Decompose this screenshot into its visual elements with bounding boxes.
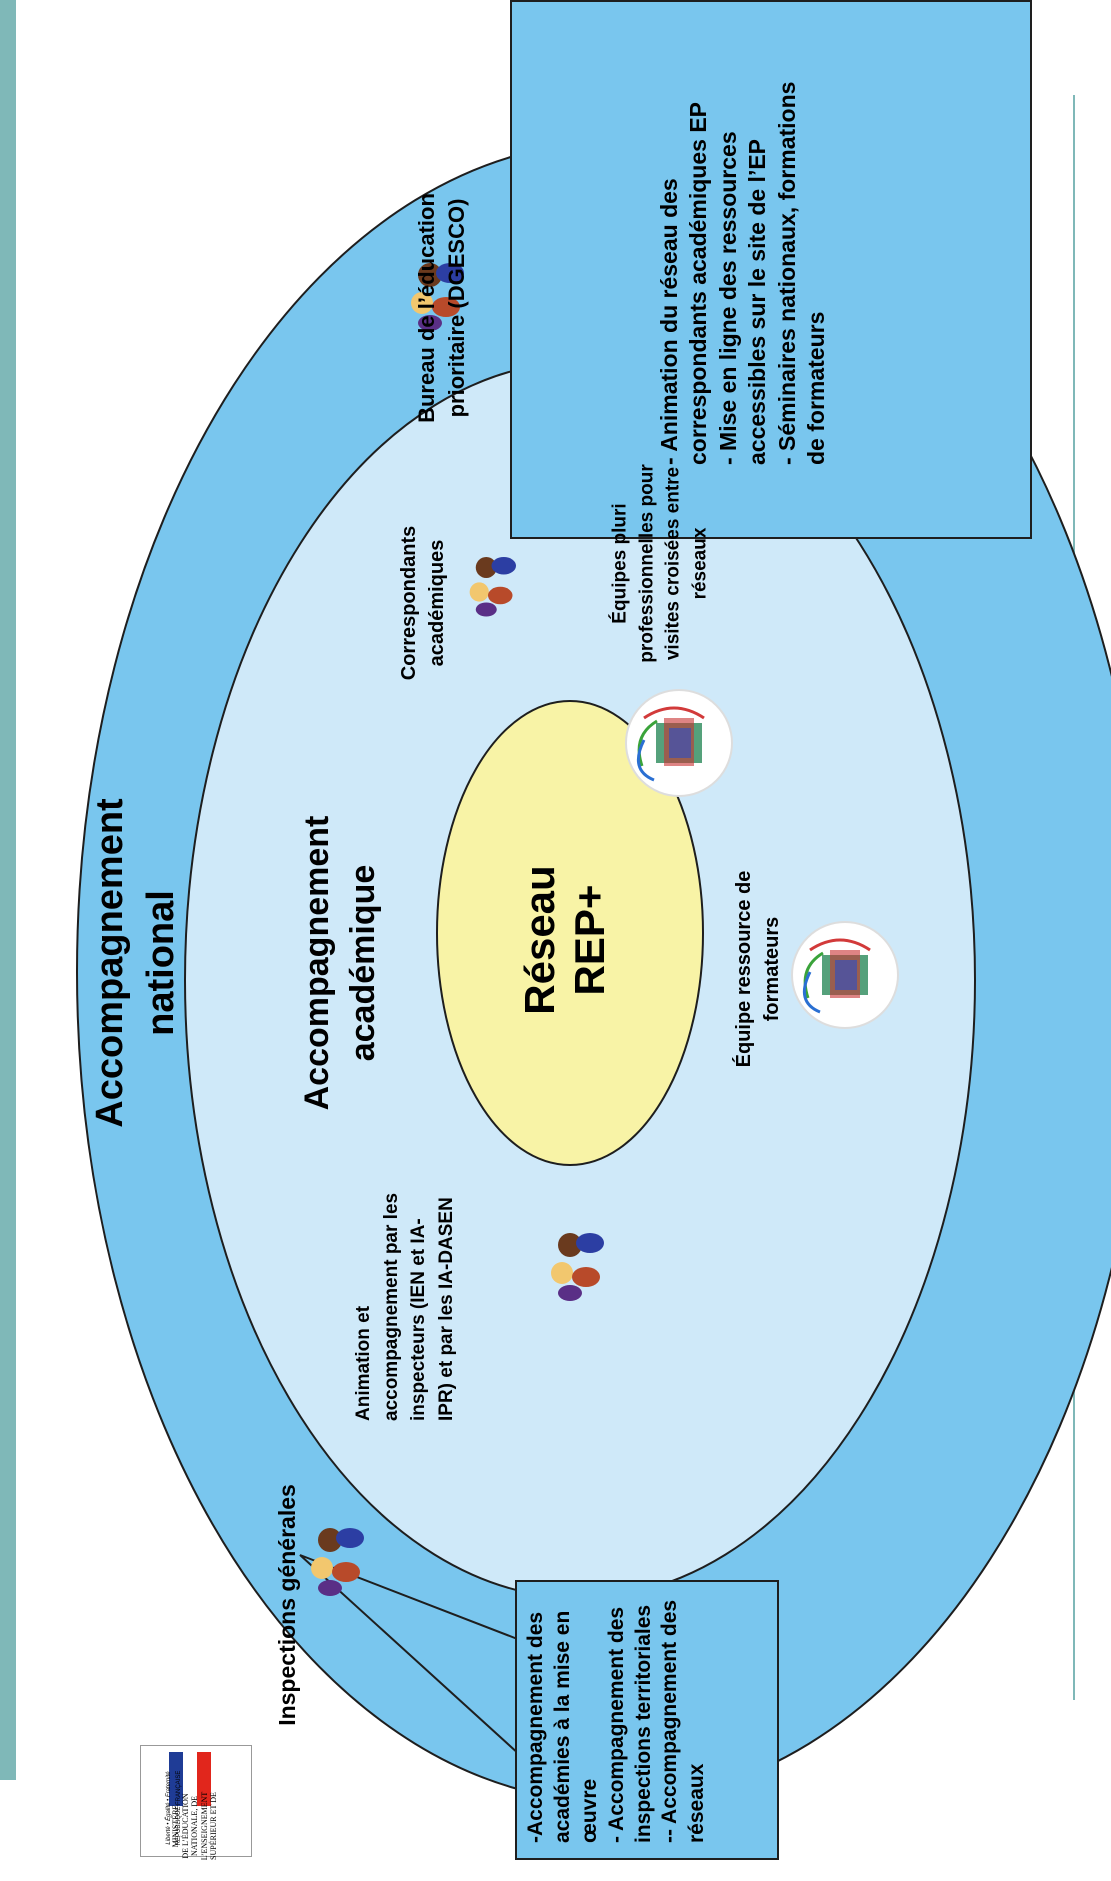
people-group-icon	[311, 1528, 364, 1596]
left-band	[0, 0, 16, 1780]
flag-icon	[169, 1752, 211, 1806]
bureau-label: Bureau de l’éducation prioritaire (DGESC…	[414, 193, 469, 423]
ressource-label: Équipe ressource de formateurs	[733, 870, 783, 1068]
callout-top-text: - Animation du réseau des correspondants…	[656, 81, 830, 465]
divider-line-bottom	[1073, 1140, 1075, 1700]
inner-title: Accompagnement académique	[298, 815, 382, 1111]
divider-line-top	[1073, 95, 1075, 565]
animation-label: Animation et accompagnement par les insp…	[353, 1192, 457, 1421]
correspondants-label: Correspondants académiques	[398, 525, 448, 681]
center-ellipse	[436, 700, 704, 1166]
people-group-icon	[411, 263, 464, 331]
center-label: Réseau REP+	[516, 865, 614, 1015]
network-globe-icon	[791, 921, 899, 1029]
callout-top-box	[510, 0, 1032, 539]
network-globe-icon	[625, 689, 733, 797]
logo-ministere: MINISTÈRE DE L’ÉDUCATION NATIONALE, DE L…	[171, 1791, 219, 1861]
inspections-label: Inspections générales	[274, 1484, 300, 1726]
callout-bottom-text: -Accompagnement des académies à la mise …	[524, 1599, 709, 1843]
people-group-icon	[469, 557, 516, 617]
callout-bottom-box	[515, 1580, 779, 1860]
outer-title: Accompagnement national	[89, 798, 183, 1128]
people-group-icon	[551, 1233, 604, 1301]
marianne-logo: Liberté • Égalité • Fraternité RÉPUBLIQU…	[140, 1745, 252, 1860]
